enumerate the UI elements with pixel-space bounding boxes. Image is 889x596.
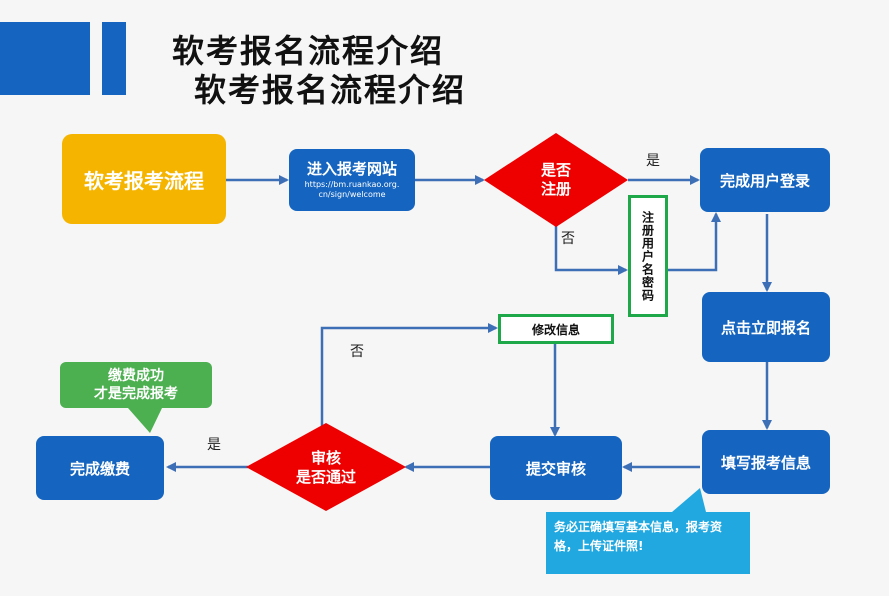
review-decision-label: 审核 是否通过 [280, 446, 372, 490]
registered-line2: 注册 [540, 180, 571, 198]
fill-info-note-text: 务必正确填写基本信息，报考资格，上传证件照! [554, 520, 723, 553]
fill-info-note-callout: 务必正确填写基本信息，报考资格，上传证件照! [546, 512, 750, 574]
payment-node: 完成缴费 [36, 436, 164, 500]
review-yes-label: 是 [207, 437, 221, 453]
payment-note-callout: 缴费成功 才是完成报考 [60, 362, 212, 408]
fill-info-label: 填写报考信息 [720, 453, 811, 472]
start-node-label: 软考报考流程 [84, 168, 204, 193]
submit-review-node: 提交审核 [490, 436, 622, 500]
page-title-repeat: 软考报名流程介绍 [194, 71, 467, 109]
arrow-review-no-to-modify [320, 323, 498, 430]
apply-now-node: 点击立即报名 [702, 292, 830, 362]
register-account-node: 注册用户名密码 [628, 195, 668, 317]
arrow-no-to-register [554, 226, 628, 275]
header-decor-block-wide [0, 22, 90, 95]
decision-diamond-review [246, 423, 406, 511]
apply-now-label: 点击立即报名 [720, 318, 811, 337]
page-title: 软考报名流程介绍 [172, 32, 445, 70]
payment-label: 完成缴费 [69, 459, 130, 478]
start-node: 软考报考流程 [62, 134, 226, 224]
fill-callout-tail [672, 488, 706, 512]
submit-review-label: 提交审核 [525, 459, 586, 478]
modify-info-node: 修改信息 [498, 314, 614, 344]
login-label: 完成用户登录 [719, 171, 810, 190]
payment-note-line2: 才是完成报考 [94, 386, 178, 402]
login-node: 完成用户登录 [700, 148, 830, 212]
site-url-line2: cn/sign/welcome [318, 190, 386, 199]
arrow-register-to-login [668, 212, 721, 272]
payment-callout-tail [128, 408, 162, 433]
modify-info-label: 修改信息 [531, 322, 580, 337]
review-no-label: 否 [350, 344, 364, 360]
site-url-line1: https://bm.ruankao.org. [304, 180, 400, 189]
review-line2: 是否通过 [295, 468, 356, 486]
decision-diamond-registered [484, 133, 628, 227]
register-account-label: 注册用户名密码 [640, 210, 655, 302]
visit-site-node: 进入报考网站 https://bm.ruankao.org. cn/sign/w… [289, 149, 415, 211]
fill-info-node: 填写报考信息 [702, 430, 830, 494]
header-decor-block-narrow [102, 22, 126, 95]
registered-decision-label: 是否 注册 [516, 158, 596, 202]
registered-no-label: 否 [561, 231, 575, 247]
review-line1: 审核 [310, 449, 341, 467]
registered-line1: 是否 [540, 161, 571, 179]
registered-yes-label: 是 [646, 153, 660, 169]
visit-site-label: 进入报考网站 [306, 160, 397, 178]
payment-note-line1: 缴费成功 [108, 368, 164, 384]
